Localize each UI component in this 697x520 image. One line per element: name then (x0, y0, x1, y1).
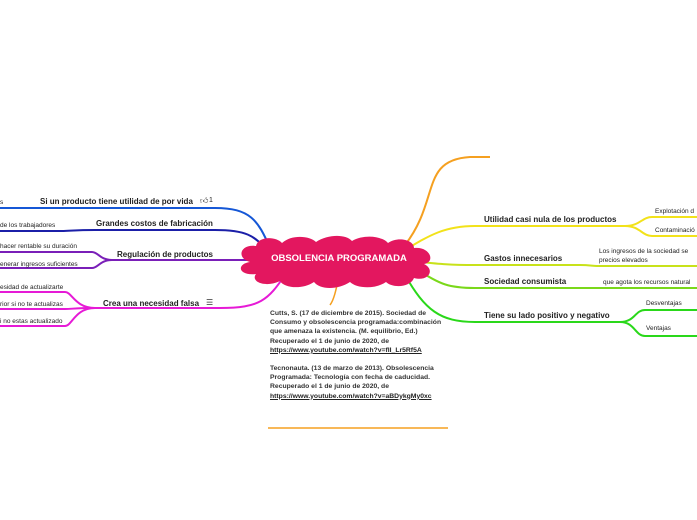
branch-label-utilidad-vida[interactable]: Si un producto tiene utilidad de por vid… (40, 197, 193, 206)
branch-connector-costos (0, 229, 269, 253)
reference-2-link[interactable]: https://www.youtube.com/watch?v=aBDykgMy… (270, 392, 432, 400)
branch-connector-necesidad-3 (0, 307, 96, 327)
child-label-utilidad-nula-1[interactable]: Contaminació (655, 227, 695, 234)
child-label-necesidad-0[interactable]: esidad de actualizarte (0, 284, 64, 291)
branch-connector-utilidad-nula (404, 216, 697, 251)
branch-label-consumista[interactable]: Sociedad consumista (484, 277, 567, 286)
branch-connector-positivo-negativo (404, 274, 697, 323)
reference-2: Tecnonauta. (13 de marzo de 2013). Obsol… (270, 364, 450, 401)
branch-label-utilidad-nula[interactable]: Utilidad casi nula de los productos (484, 215, 617, 224)
branch-connector-regulacion-2 (0, 259, 113, 269)
references-note: Cutts, S. (17 de diciembre de 2015). Soc… (270, 309, 450, 410)
branch-label-regulacion[interactable]: Regulación de productos (117, 250, 214, 259)
like-count: 1 (209, 197, 213, 204)
child-label-ventajas[interactable]: Ventajas (646, 325, 671, 332)
branch-connector-utilidad-nula-2 (624, 225, 697, 237)
reference-1-text: Cutts, S. (17 de diciembre de 2015). Soc… (270, 310, 442, 345)
reference-1: Cutts, S. (17 de diciembre de 2015). Soc… (270, 309, 450, 355)
child-label-utilidad-vida-0[interactable]: s (0, 199, 4, 206)
branch-connector-necesidad-2 (0, 307, 96, 310)
child-label-regulacion-0[interactable]: hacer rentable su duración (0, 243, 77, 250)
branch-connector-necesidad (0, 274, 286, 309)
child-label-necesidad-2[interactable]: i no estas actualizado (0, 318, 63, 325)
child-label-gastos-0[interactable]: Los ingresos de la sociedad se precios e… (599, 248, 689, 264)
notes-icon[interactable]: ☰ (206, 298, 214, 307)
child-label-utilidad-nula-0[interactable]: Explotación d (655, 208, 695, 215)
branch-label-costos[interactable]: Grandes costos de fabricación (96, 219, 213, 228)
child-label-necesidad-1[interactable]: rior si no te actualizas (0, 301, 63, 308)
branch-label-gastos[interactable]: Gastos innecesarios (484, 254, 563, 263)
reference-1-link[interactable]: https://www.youtube.com/watch?v=fII_Lr5R… (270, 346, 422, 354)
thumbs-up-icon[interactable]: 👍︎ (200, 196, 209, 205)
child-label-regulacion-1[interactable]: enerar ingresos suficientes (0, 261, 78, 268)
central-topic-shape[interactable] (240, 235, 431, 288)
branch-label-positivo-negativo[interactable]: Tiene su lado positivo y negativo (484, 311, 610, 320)
top-branch-connector (404, 156, 490, 246)
branch-connector-positivo-negativo-2 (619, 321, 697, 337)
central-topic-title[interactable]: OBSOLENCIA PROGRAMADA (271, 253, 407, 264)
branch-label-necesidad[interactable]: Crea una necesidad falsa (103, 299, 200, 308)
child-label-consumista-0[interactable]: que agota los recursos natural (603, 279, 691, 286)
branch-connector-utilidad-vida (0, 207, 271, 249)
branch-connector-gastos (419, 261, 697, 267)
reference-2-text: Tecnonauta. (13 de marzo de 2013). Obsol… (270, 365, 434, 391)
child-label-desventajas[interactable]: Desventajas (646, 300, 682, 307)
child-label-costos-0[interactable]: de los trabajadores (0, 222, 56, 229)
